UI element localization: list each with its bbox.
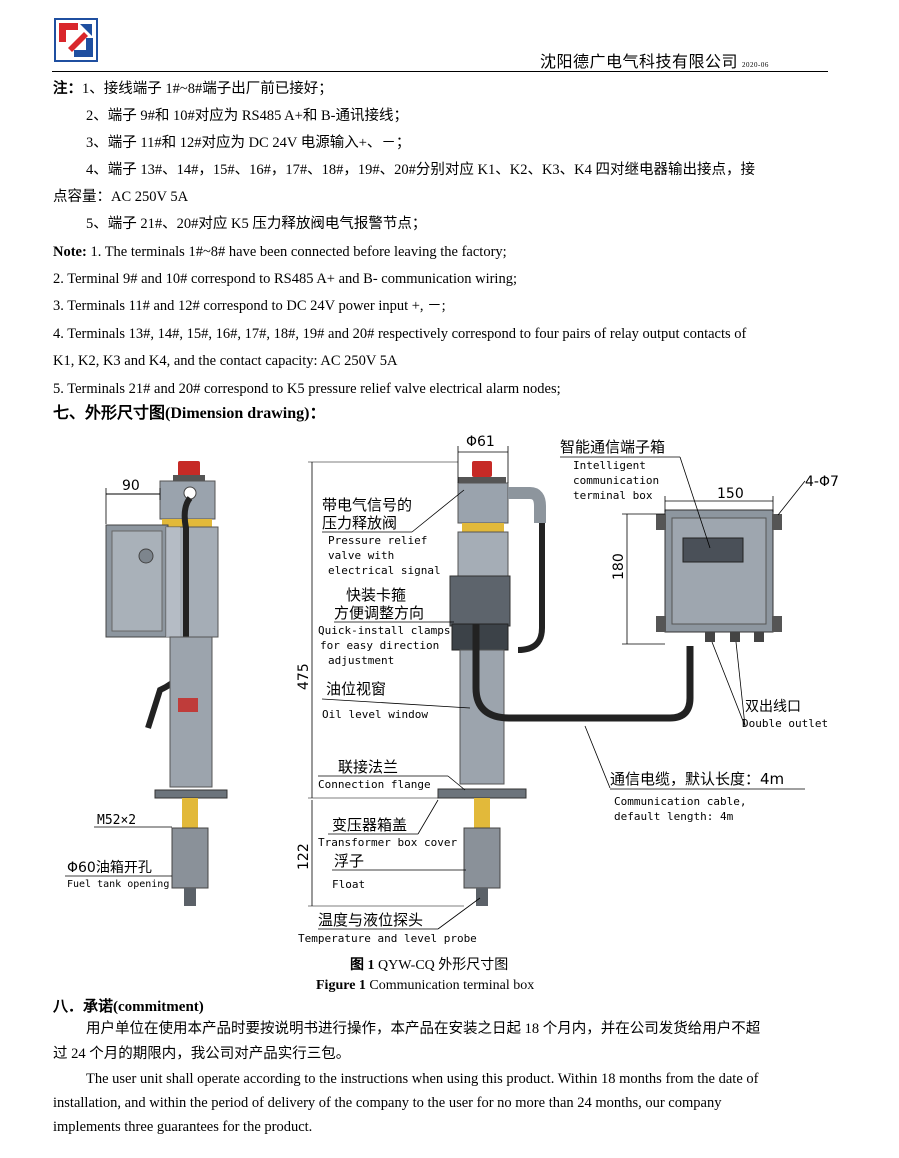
label-outlet-cn: 双出线口 <box>745 699 801 715</box>
note-cn-2: 2、端子 9#和 10#对应为 RS485 A+和 B-通讯接线； <box>86 108 408 124</box>
front-view <box>437 461 694 906</box>
figure-caption-en-text: Communication terminal box <box>369 978 535 993</box>
label-flange-cn: 联接法兰 <box>338 758 398 776</box>
label-clamp-en3: adjustment <box>328 654 394 667</box>
note-en-1-text: 1. The terminals 1#~8# have been connect… <box>90 244 507 260</box>
dim-180: 180 <box>611 553 627 580</box>
commit-en-2: installation, and within the period of d… <box>53 1095 722 1111</box>
note-cn-5: 5、端子 21#、20#对应 K5 压力释放阀电气报警节点； <box>86 216 427 232</box>
label-valve-en1: Pressure relief <box>328 534 427 547</box>
dim-475: 475 <box>296 663 312 690</box>
label-smart-en3: terminal box <box>573 489 653 502</box>
figure-caption-cn-text: QYW-CQ 外形尺寸图 <box>378 958 509 973</box>
label-probe-cn: 温度与液位探头 <box>318 911 423 929</box>
label-clamp-en1: Quick-install clamps <box>318 624 450 637</box>
figure-caption-cn-label: 图 1 <box>350 958 375 973</box>
label-probe-en: Temperature and level probe <box>298 932 477 945</box>
label-clamp-en2: for easy direction <box>320 639 439 652</box>
dim-150: 150 <box>717 486 744 502</box>
label-float-cn: 浮子 <box>334 852 364 870</box>
note-en-2: 2. Terminal 9# and 10# correspond to RS4… <box>53 271 517 287</box>
figure-caption-en-label: Figure 1 <box>316 978 366 993</box>
label-valve-cn2: 压力释放阀 <box>322 514 397 532</box>
note-en-4a: 4. Terminals 13#, 14#, 15#, 16#, 17#, 18… <box>53 326 747 342</box>
commit-cn-2: 过 24 个月的期限内，我公司对产品实行三包。 <box>53 1046 351 1062</box>
label-cable-cn: 通信电缆，默认长度：4m <box>610 770 784 788</box>
commit-en-1: The user unit shall operate according to… <box>86 1071 759 1087</box>
side-view: 90 M52×2 Φ60油箱开孔 Fuel tank opening <box>65 461 228 906</box>
label-oil-cn: 油位视窗 <box>326 680 386 698</box>
front-annotations: Φ61 475 122 智能通信端子箱 Intelligent communic… <box>296 434 805 945</box>
note-cn-1: 注：1、接线端子 1#~8#端子出厂前已接好； <box>53 80 333 98</box>
note-cn-4a: 4、端子 13#、14#，15#、16#，17#、18#，19#、20#分别对应… <box>86 162 756 178</box>
dim-4phi7: 4-Φ7 <box>805 474 839 490</box>
label-smart-en2: communication <box>573 474 659 487</box>
note-en-5: 5. Terminals 21# and 20# correspond to K… <box>53 381 561 397</box>
label-outlet-en: Double outlet <box>742 717 828 730</box>
note-en-4b: K1, K2, K3 and K4, and the contact capac… <box>53 353 398 369</box>
terminal-box: 150 4-Φ7 180 双出线口 Double outlet <box>611 474 839 730</box>
label-cable-en2: default length: 4m <box>614 810 734 823</box>
dim-phi61: Φ61 <box>466 434 495 450</box>
label-tank-cn: Φ60油箱开孔 <box>67 860 152 876</box>
label-transformer-en: Transformer box cover <box>318 836 457 849</box>
label-float-en: Float <box>332 878 365 891</box>
dimension-drawing: 90 M52×2 Φ60油箱开孔 Fuel tank opening <box>65 434 839 945</box>
label-valve-cn1: 带电气信号的 <box>322 496 412 514</box>
label-valve-en3: electrical signal <box>328 564 441 577</box>
header-rule <box>52 71 828 72</box>
label-clamp-cn1: 快装卡箍 <box>346 586 406 604</box>
label-cable-en1: Communication cable, <box>614 795 746 808</box>
commit-cn-1: 用户单位在使用本产品时要按说明书进行操作，本产品在安装之日起 18 个月内，并在… <box>86 1021 761 1037</box>
label-clamp-cn2: 方便调整方向 <box>334 604 424 622</box>
label-tank-en: Fuel tank opening <box>67 879 169 890</box>
header-date: 2020-06 <box>742 61 769 69</box>
company-logo-icon <box>54 18 98 62</box>
note-cn-1-text: 1、接线端子 1#~8#端子出厂前已接好； <box>82 81 333 97</box>
commit-en-3: implements three guarantees for the prod… <box>53 1119 313 1135</box>
note-en-label: Note: <box>53 244 87 260</box>
dim-122: 122 <box>296 843 312 870</box>
label-smart-cn: 智能通信端子箱 <box>560 438 665 456</box>
dim-90: 90 <box>122 478 140 494</box>
label-m52: M52×2 <box>97 813 136 828</box>
note-en-3: 3. Terminals 11# and 12# correspond to D… <box>53 298 446 314</box>
section-7-title: 七、外形尺寸图(Dimension drawing)： <box>53 405 326 422</box>
note-en-1: Note: 1. The terminals 1#~8# have been c… <box>53 243 507 261</box>
figure-caption-cn: 图 1 QYW-CQ 外形尺寸图 <box>350 954 508 974</box>
label-oil-en: Oil level window <box>322 708 428 721</box>
label-smart-en1: Intelligent <box>573 459 646 472</box>
figure-caption-en: Figure 1 Communication terminal box <box>316 978 534 994</box>
label-valve-en2: valve with <box>328 549 394 562</box>
label-flange-en: Connection flange <box>318 778 431 791</box>
company-name-text: 沈阳德广电气科技有限公司 <box>540 54 739 71</box>
note-cn-4b: 点容量：AC 250V 5A <box>53 189 189 205</box>
note-cn-label: 注： <box>53 81 82 97</box>
section-8-title: 八．承诺(commitment) <box>53 999 204 1015</box>
label-transformer-cn: 变压器箱盖 <box>332 816 407 834</box>
note-cn-3: 3、端子 11#和 12#对应为 DC 24V 电源输入+、－； <box>86 135 411 151</box>
